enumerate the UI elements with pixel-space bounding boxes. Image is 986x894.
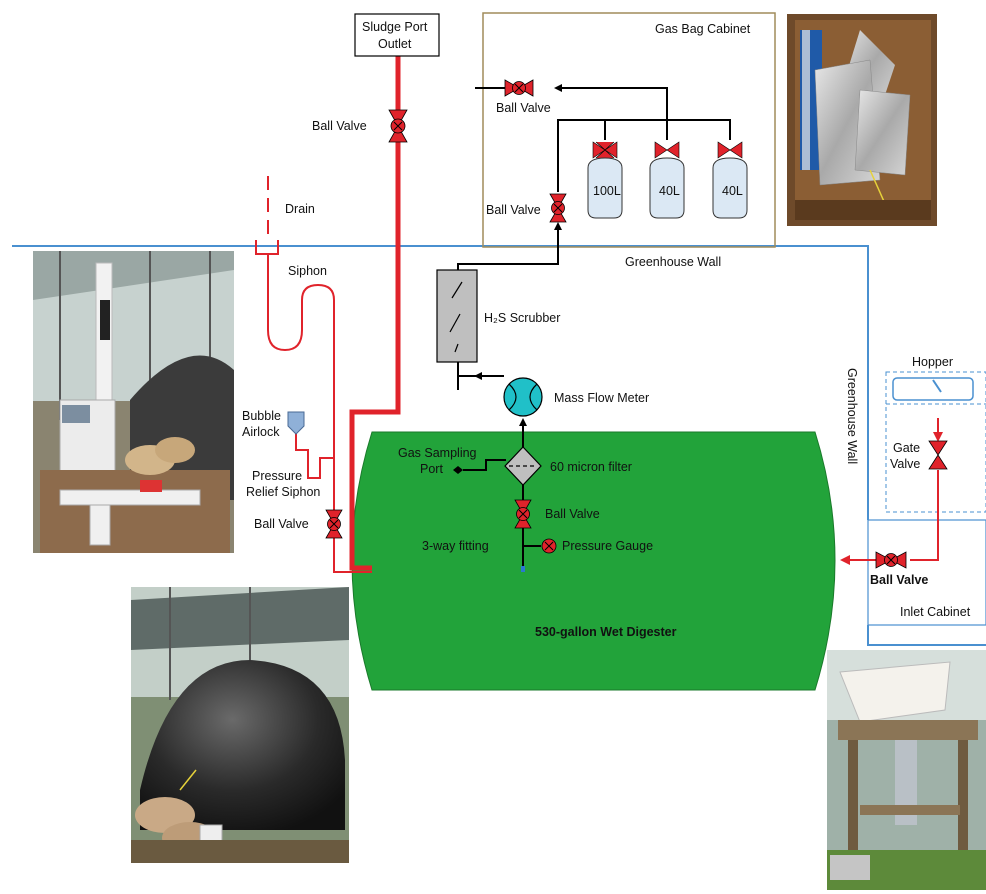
hopper-area: Hopper bbox=[886, 355, 986, 512]
gas-sampling-label-2: Port bbox=[420, 462, 443, 476]
center-ball-valve-label: Ball Valve bbox=[545, 507, 600, 521]
h2s-scrubber-label: H₂S Scrubber bbox=[484, 311, 560, 325]
gate-valve-icon bbox=[929, 441, 947, 469]
hopper-inlet-photo bbox=[827, 650, 986, 890]
digester-bag-photo bbox=[131, 587, 349, 863]
bubble-airlock-label-2: Airlock bbox=[242, 425, 280, 439]
mass-flow-meter-label: Mass Flow Meter bbox=[554, 391, 649, 405]
sludge-port-label-2: Outlet bbox=[378, 37, 412, 51]
gas-bag-40l-a-label: 40L bbox=[659, 184, 680, 198]
gas-bag-100l-label: 100L bbox=[593, 184, 621, 198]
siphon-airlock-photo bbox=[33, 251, 234, 553]
hopper-label: Hopper bbox=[912, 355, 953, 369]
left-ball-valve-label: Ball Valve bbox=[254, 517, 309, 531]
sludge-ball-valve-icon bbox=[389, 110, 407, 142]
sludge-ball-valve-label: Ball Valve bbox=[312, 119, 367, 133]
digester-gas-outlet bbox=[521, 566, 525, 572]
h2s-scrubber bbox=[437, 270, 477, 362]
pressure-gauge-icon bbox=[542, 539, 556, 553]
gasbag-top-ball-valve-label: Ball Valve bbox=[496, 101, 551, 115]
greenhouse-wall-side-label: Greenhouse Wall bbox=[845, 368, 859, 464]
siphon-label: Siphon bbox=[288, 264, 327, 278]
drain-label: Drain bbox=[285, 202, 315, 216]
sludge-port-outlet: Sludge Port Outlet bbox=[355, 14, 439, 56]
bubble-airlock-icon bbox=[288, 412, 304, 434]
gasbag-top-ball-valve-icon bbox=[505, 80, 533, 96]
gasbag-inlet-ball-valve-icon bbox=[550, 194, 566, 222]
gate-valve-label-1: Gate bbox=[893, 441, 920, 455]
center-ball-valve-icon bbox=[515, 500, 531, 528]
gas-bag-40l-b: 40L bbox=[713, 142, 747, 218]
inlet-cabinet-label: Inlet Cabinet bbox=[900, 605, 971, 619]
greenhouse-wall-top-label: Greenhouse Wall bbox=[625, 255, 721, 269]
pressure-relief-label-2: Relief Siphon bbox=[246, 485, 320, 499]
mass-flow-meter-icon bbox=[504, 378, 542, 416]
left-ball-valve-icon bbox=[326, 510, 342, 538]
sludge-port-label-1: Sludge Port bbox=[362, 20, 428, 34]
gas-bag-40l-a: 40L bbox=[650, 142, 684, 218]
micron-filter-label: 60 micron filter bbox=[550, 460, 632, 474]
digester-label: 530-gallon Wet Digester bbox=[535, 625, 677, 639]
gas-sampling-label-1: Gas Sampling bbox=[398, 446, 477, 460]
inlet-ball-valve-label: Ball Valve bbox=[870, 573, 928, 587]
gate-valve-label-2: Valve bbox=[890, 457, 920, 471]
gas-bag-cabinet-photo bbox=[787, 14, 937, 226]
gas-bag-40l-b-label: 40L bbox=[722, 184, 743, 198]
gasbag-inlet-ball-valve-label: Ball Valve bbox=[486, 203, 541, 217]
inlet-ball-valve-icon bbox=[876, 552, 906, 568]
gas-bag-cabinet-label: Gas Bag Cabinet bbox=[655, 22, 751, 36]
three-way-fitting-label: 3-way fitting bbox=[422, 539, 489, 553]
gas-bag-100l: 100L bbox=[588, 142, 622, 218]
pressure-relief-label-1: Pressure bbox=[252, 469, 302, 483]
bubble-airlock-label-1: Bubble bbox=[242, 409, 281, 423]
pressure-gauge-label: Pressure Gauge bbox=[562, 539, 653, 553]
